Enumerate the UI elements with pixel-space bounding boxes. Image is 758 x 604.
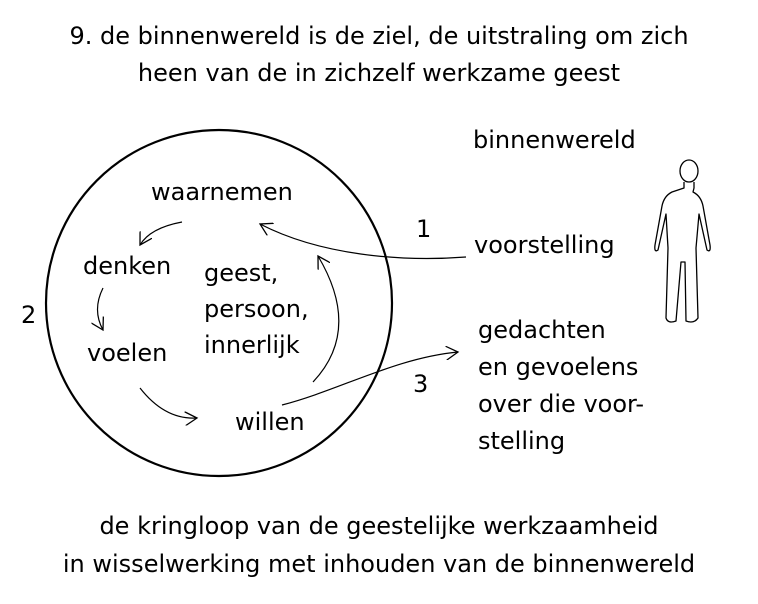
label-denken: denken (83, 252, 172, 280)
arrow-waarnemen-to-denken (140, 221, 183, 245)
arrow-voelen-to-willen (139, 387, 197, 418)
label-binnenwereld: binnenwereld (473, 126, 636, 154)
label-gedachten-4: stelling (478, 427, 566, 455)
label-gedachten-1: gedachten (478, 316, 606, 344)
label-willen: willen (235, 408, 305, 436)
arrow-denken-to-voelen (98, 287, 104, 330)
number-3: 3 (413, 370, 429, 398)
soul-circle (44, 128, 394, 478)
label-innerlijk: innerlijk (204, 331, 300, 359)
caption-line-1: de kringloop van de geestelijke werkzaam… (99, 512, 659, 540)
arrow-3-willen-to-gedachten (281, 352, 458, 406)
arrow-1-voorstelling-to-waarnemen (260, 224, 467, 260)
label-gedachten-3: over die voor- (478, 390, 645, 418)
label-persoon: persoon, (204, 295, 309, 323)
label-geest: geest, (204, 259, 279, 287)
title-line-1: 9. de binnenwereld is de ziel, de uitstr… (69, 22, 689, 50)
title-line-2: heen van de in zichzelf werkzame geest (137, 59, 621, 87)
number-1: 1 (416, 215, 432, 243)
label-gedachten-2: en gevoelens (478, 353, 639, 381)
label-voelen: voelen (87, 339, 168, 367)
number-2: 2 (21, 301, 37, 329)
label-waarnemen: waarnemen (151, 178, 293, 206)
human-figure-icon (654, 159, 711, 323)
arrow-willen-to-waarnemen (312, 256, 340, 383)
caption-line-2: in wisselwerking met inhouden van de bin… (62, 550, 696, 578)
label-voorstelling: voorstelling (474, 231, 615, 259)
